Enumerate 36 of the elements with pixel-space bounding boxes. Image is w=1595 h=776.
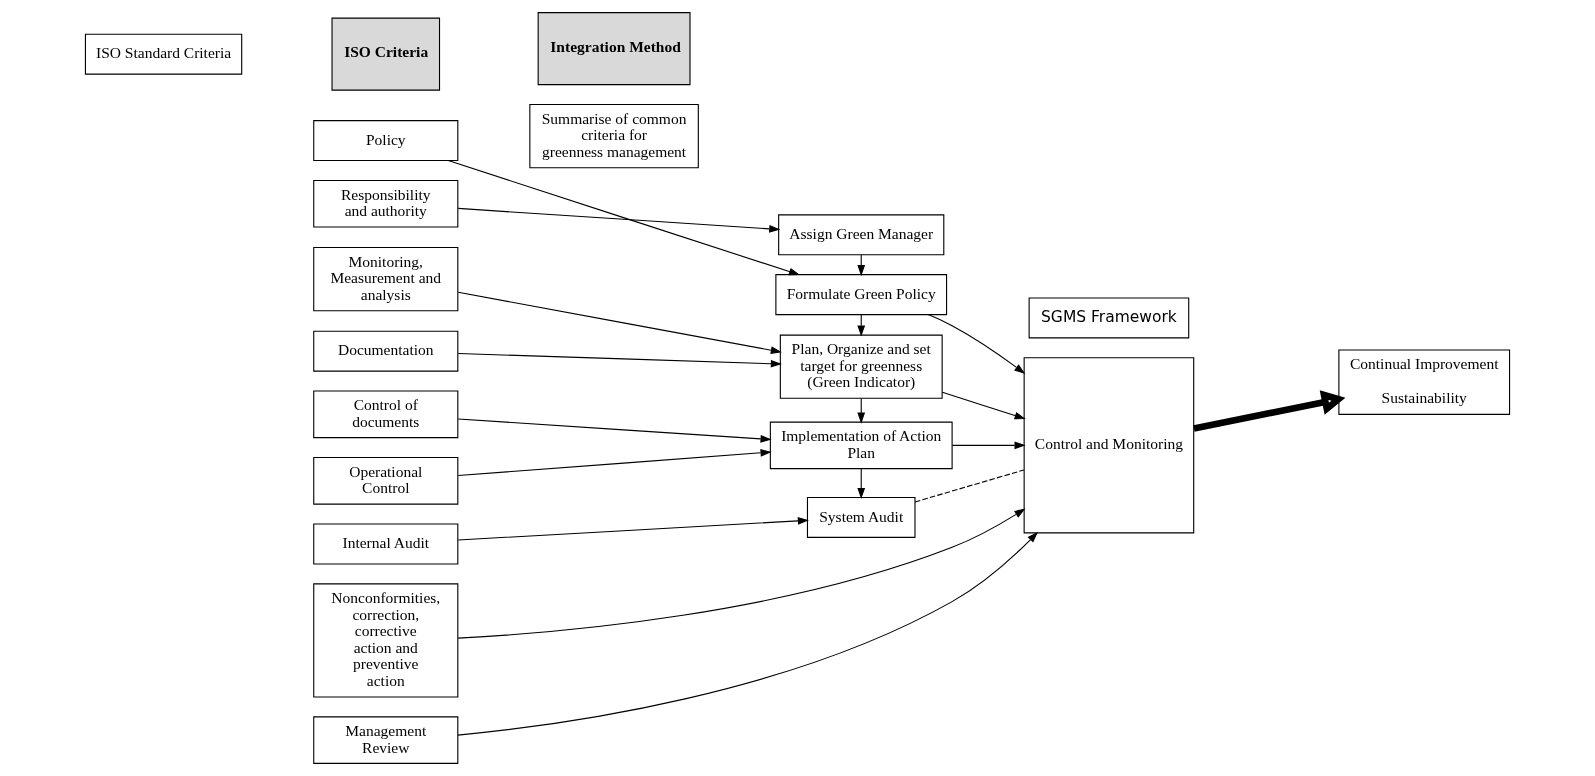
node-box: Continual Improvement Sustainability: [1338, 349, 1511, 415]
node-box: Plan, Organize and set target for greenness (Green Indicator): [779, 334, 943, 399]
node-box: Summarise of common criteria for greenness management: [529, 104, 699, 169]
arrow: [447, 160, 801, 276]
arrow: [941, 391, 1026, 420]
node-box: Management Review: [313, 716, 459, 764]
arrow: [457, 517, 809, 541]
connector: [914, 469, 1025, 503]
node-box: Monitoring, Measurement and analysis: [313, 246, 459, 312]
arrow: [457, 531, 1039, 736]
node-box: System Audit: [806, 496, 916, 538]
node-box: Responsibility and authority: [313, 179, 459, 228]
node-box: ISO Criteria: [331, 17, 441, 91]
node-box: Control and Monitoring: [1023, 357, 1195, 534]
node-box: Formulate Green Policy: [775, 274, 948, 316]
node-box: Assign Green Manager: [778, 214, 945, 256]
arrow: [927, 314, 1026, 374]
arrow: [857, 468, 866, 500]
node-box: Integration Method: [537, 12, 691, 86]
node-box: Documentation: [313, 330, 459, 372]
node-box: ISO Standard Criteria: [84, 33, 243, 75]
arrow: [1193, 390, 1346, 432]
node-box: Implementation of Action Plan: [769, 421, 953, 470]
arrow: [457, 291, 782, 354]
node-box: Operational Control: [313, 457, 459, 505]
node-box: Policy: [313, 120, 459, 162]
arrow: [457, 508, 1026, 639]
arrow: [457, 418, 772, 443]
arrow: [457, 448, 772, 477]
arrow: [457, 207, 781, 233]
arrow: [951, 441, 1026, 450]
arrow: [457, 352, 782, 368]
node-box: Nonconformities, correction, corrective action and preventive action: [313, 583, 459, 698]
node-box: SGMS Framework: [1028, 297, 1190, 339]
node-box: Control of documents: [313, 390, 459, 439]
node-box: Internal Audit: [313, 523, 459, 565]
